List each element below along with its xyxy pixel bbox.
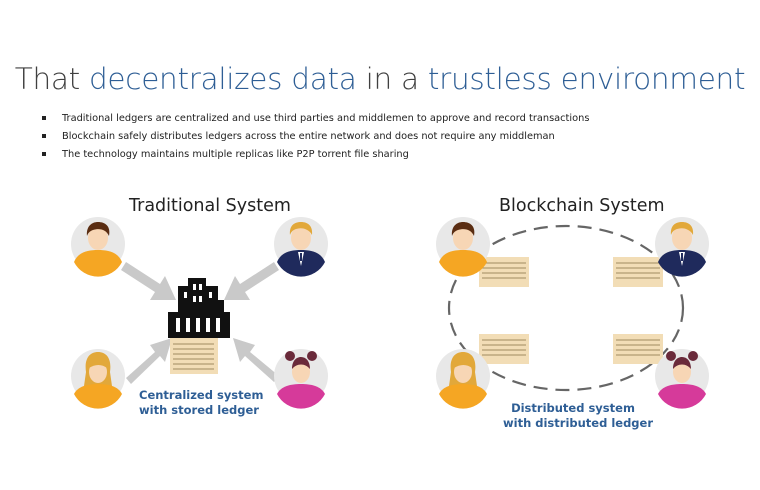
blockchain-system-heading: Blockchain System xyxy=(499,196,665,216)
title-part-1: That xyxy=(14,62,89,96)
caption-line: Distributed system xyxy=(511,401,635,415)
bullet-list: Traditional ledgers are centralized and … xyxy=(42,111,589,165)
ledger-icon xyxy=(613,334,663,364)
arrow-icon xyxy=(121,262,176,300)
ledger-icon xyxy=(479,257,529,287)
caption-line: Centralized system xyxy=(139,388,264,402)
title-highlight-1: decentralizes data xyxy=(89,62,357,96)
person-icon xyxy=(274,349,328,409)
person-icon xyxy=(655,217,709,277)
caption-line: with distributed ledger xyxy=(503,416,654,430)
person-icon xyxy=(71,349,125,409)
building-icon xyxy=(168,278,230,338)
bullet-item: The technology maintains multiple replic… xyxy=(42,147,589,165)
page-title: That decentralizes data in a trustless e… xyxy=(0,62,760,96)
network-ring xyxy=(447,224,685,392)
title-highlight-2: trustless environment xyxy=(427,62,746,96)
blockchain-caption: Distributed system with distributed ledg… xyxy=(503,401,654,431)
person-icon xyxy=(274,217,328,277)
arrow-icon xyxy=(233,338,279,382)
person-icon xyxy=(436,349,490,409)
bullet-item: Blockchain safely distributes ledgers ac… xyxy=(42,129,589,147)
traditional-caption: Centralized system with stored ledger xyxy=(139,388,264,418)
ledger-icon xyxy=(170,338,218,374)
ledger-icon xyxy=(479,334,529,364)
arrow-icon xyxy=(224,262,279,300)
bullet-item: Traditional ledgers are centralized and … xyxy=(42,111,589,129)
title-part-2: in a xyxy=(356,62,428,96)
person-icon xyxy=(71,217,125,277)
person-icon xyxy=(436,217,490,277)
ledger-icon xyxy=(613,257,663,287)
caption-line: with stored ledger xyxy=(139,403,259,417)
traditional-system-heading: Traditional System xyxy=(129,196,291,216)
arrow-icon xyxy=(126,338,172,384)
person-icon xyxy=(655,349,709,409)
